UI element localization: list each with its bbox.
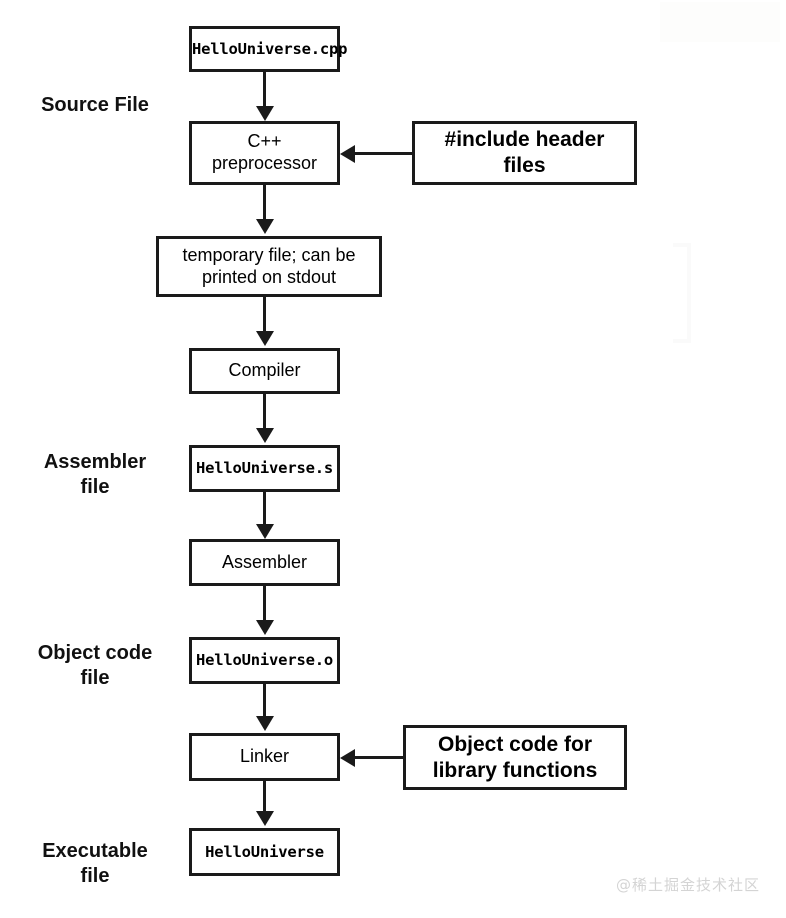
node-include-header-files-label: #include header files <box>444 128 605 177</box>
node-hellouniverse-o-label: HelloUniverse.o <box>196 651 333 670</box>
node-hellouniverse-s-label: HelloUniverse.s <box>196 459 333 478</box>
stage-label-assembler-file: Assembler file <box>43 451 147 498</box>
node-hellouniverse-exe[interactable]: HelloUniverse <box>189 828 340 876</box>
ghost-top-watermark <box>660 2 780 42</box>
node-compiler[interactable]: Compiler <box>189 348 340 394</box>
edge-temporary-file-to-compiler <box>263 297 266 333</box>
node-include-header-files[interactable]: #include header files <box>412 121 637 185</box>
node-cpp-preprocessor-label: C++ preprocessor <box>211 131 318 173</box>
arrowhead-assembler-to-hellouniverse-o <box>255 620 274 635</box>
edge-assembler-to-hellouniverse-o <box>263 586 266 622</box>
node-linker[interactable]: Linker <box>189 733 340 781</box>
edge-preprocessor-to-temporary-file <box>263 185 266 221</box>
node-temporary-file-label: temporary file; can be printed on stdout <box>182 244 356 287</box>
stage-label-object-code-file: Object code file <box>37 642 153 689</box>
node-hellouniverse-s[interactable]: HelloUniverse.s <box>189 445 340 492</box>
node-library-object-code-label: Object code for library functions <box>432 732 598 782</box>
arrowhead-cpp-to-preprocessor <box>255 106 274 121</box>
arrowhead-temporary-file-to-compiler <box>255 331 274 346</box>
edge-linker-to-hellouniverse-exe <box>263 781 266 813</box>
arrowhead-hellouniverse-s-to-assembler <box>255 524 274 539</box>
stage-label-executable-file: Executable file <box>42 840 148 887</box>
node-hellouniverse-cpp-label: HelloUniverse.cpp <box>192 39 348 58</box>
edge-include-headers-to-preprocessor <box>355 152 413 155</box>
arrowhead-library-object-code-to-linker <box>340 748 355 767</box>
edge-compiler-to-hellouniverse-s <box>263 394 266 430</box>
node-temporary-file[interactable]: temporary file; can be printed on stdout <box>156 236 382 297</box>
edge-library-object-code-to-linker <box>355 756 405 759</box>
node-cpp-preprocessor[interactable]: C++ preprocessor <box>189 121 340 185</box>
arrowhead-preprocessor-to-temporary-file <box>255 219 274 234</box>
node-hellouniverse-o[interactable]: HelloUniverse.o <box>189 637 340 684</box>
node-linker-label: Linker <box>239 746 290 767</box>
node-compiler-label: Compiler <box>228 360 301 381</box>
arrowhead-linker-to-hellouniverse-exe <box>255 811 274 826</box>
arrowhead-compiler-to-hellouniverse-s <box>255 428 274 443</box>
edge-hellouniverse-s-to-assembler <box>263 492 266 528</box>
site-watermark: @稀土掘金技术社区 <box>616 876 761 894</box>
ghost-bracket-watermark <box>673 243 691 343</box>
edge-cpp-to-preprocessor <box>263 72 266 108</box>
arrowhead-include-headers-to-preprocessor <box>340 144 355 163</box>
node-assembler-label: Assembler <box>221 551 308 572</box>
node-library-object-code[interactable]: Object code for library functions <box>403 725 627 790</box>
stage-label-source-file: Source File <box>41 94 149 116</box>
node-assembler[interactable]: Assembler <box>189 539 340 586</box>
node-hellouniverse-exe-label: HelloUniverse <box>205 842 324 861</box>
edge-hellouniverse-o-to-linker <box>263 684 266 718</box>
arrowhead-hellouniverse-o-to-linker <box>255 716 274 731</box>
node-hellouniverse-cpp[interactable]: HelloUniverse.cpp <box>189 26 348 72</box>
